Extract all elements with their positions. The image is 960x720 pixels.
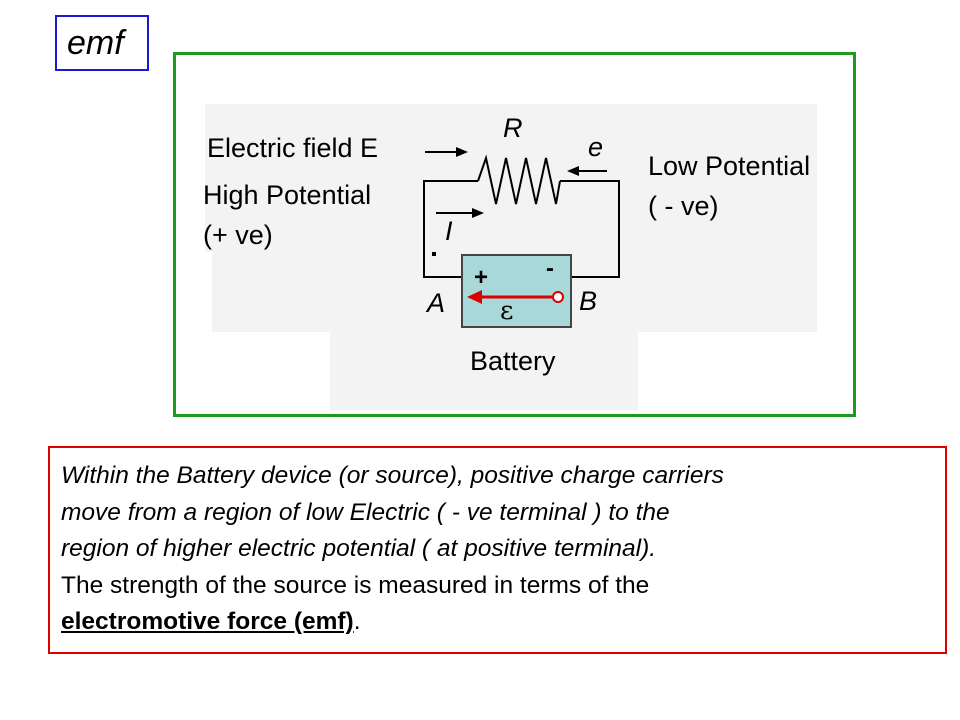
current-arrow (472, 208, 484, 218)
low-potential-label: Low Potential (648, 151, 811, 181)
minus-terminal-sign: - (546, 255, 554, 282)
high-potential-label: High Potential (203, 180, 372, 210)
terminal-dot (432, 252, 436, 256)
diagram-background-panel (330, 332, 638, 410)
description-line-final: electromotive force (emf). (61, 604, 945, 641)
high-potential-sign: (+ ve) (203, 220, 273, 250)
resistor-label: R (503, 113, 523, 143)
description-period: . (353, 608, 361, 635)
emf-symbol: ε (500, 296, 514, 326)
electron-label: e (588, 132, 604, 162)
resistor-zigzag (477, 154, 561, 205)
battery-label: Battery (470, 346, 556, 376)
description-line: Within the Battery device (or source), p… (61, 462, 724, 489)
circuit-diagram-frame (173, 52, 856, 417)
page-title: emf (55, 15, 149, 71)
low-potential-sign: ( - ve) (648, 191, 719, 221)
electric-field-arrow (456, 147, 468, 157)
electric-field-label: Electric field E (207, 133, 379, 163)
description-line: The strength of the source is measured i… (61, 571, 650, 599)
battery (461, 254, 572, 328)
wire-left (423, 180, 478, 278)
description-line: region of higher electric potential ( at… (61, 535, 657, 562)
emf-arrow (467, 290, 482, 304)
wire-right (560, 180, 620, 278)
emf-term: electromotive force (emf) (61, 608, 354, 635)
terminal-a-label: A (427, 288, 446, 318)
description-box: Within the Battery device (or source), p… (48, 446, 947, 654)
terminal-b-label: B (579, 286, 598, 316)
plus-terminal-sign: + (474, 264, 489, 291)
electron-arrow (567, 166, 579, 176)
current-label: I (445, 216, 453, 246)
description-line: move from a region of low Electric ( - v… (61, 498, 670, 526)
terminal-circle (552, 291, 564, 303)
